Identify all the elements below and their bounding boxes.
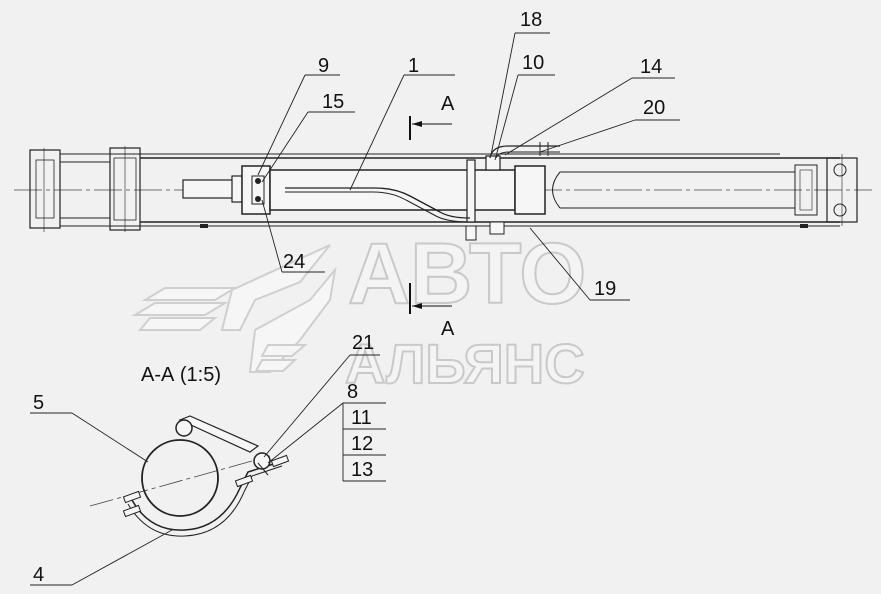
callout-15: 15	[322, 91, 344, 113]
boom-assembly	[14, 142, 872, 241]
callout-11: 11	[351, 407, 372, 429]
small-pipe-section	[253, 452, 271, 470]
callout-9: 9	[318, 55, 329, 77]
callout-8: 8	[347, 381, 358, 403]
watermark-text-alyans: АЛЬЯНС	[345, 332, 585, 395]
callout-20: 20	[643, 97, 665, 119]
callout-5: 5	[33, 392, 44, 414]
watermark-logo	[131, 244, 337, 373]
callout-24: 24	[283, 251, 305, 273]
callout-18: 18	[520, 9, 542, 31]
section-mark-bottom: А	[441, 318, 455, 340]
bracket-arm	[178, 415, 260, 453]
watermark-text-avto: АВТО	[348, 226, 586, 322]
hydraulic-hose	[489, 145, 560, 159]
callout-10: 10	[522, 52, 544, 74]
callout-14: 14	[640, 56, 662, 78]
callout-12: 12	[351, 433, 373, 455]
pipe-section	[141, 439, 219, 517]
callout-13: 13	[351, 459, 373, 481]
cylinder-head	[241, 165, 271, 215]
callout-21: 21	[352, 332, 374, 354]
section-view-clamp	[89, 415, 290, 537]
clamp-band	[466, 159, 476, 223]
section-marker: А А	[409, 93, 455, 340]
left-end-plate	[29, 149, 61, 229]
piston-rod	[182, 179, 234, 199]
callout-19: 19	[594, 278, 616, 300]
hydraulic-pipe	[285, 187, 471, 219]
callout-1: 1	[408, 55, 419, 77]
leader-lines	[30, 32, 680, 586]
section-view-title: А-А (1:5)	[141, 364, 221, 386]
clamp-strap	[131, 461, 281, 531]
section-mark-top: А	[441, 93, 455, 115]
callout-4: 4	[33, 564, 44, 586]
